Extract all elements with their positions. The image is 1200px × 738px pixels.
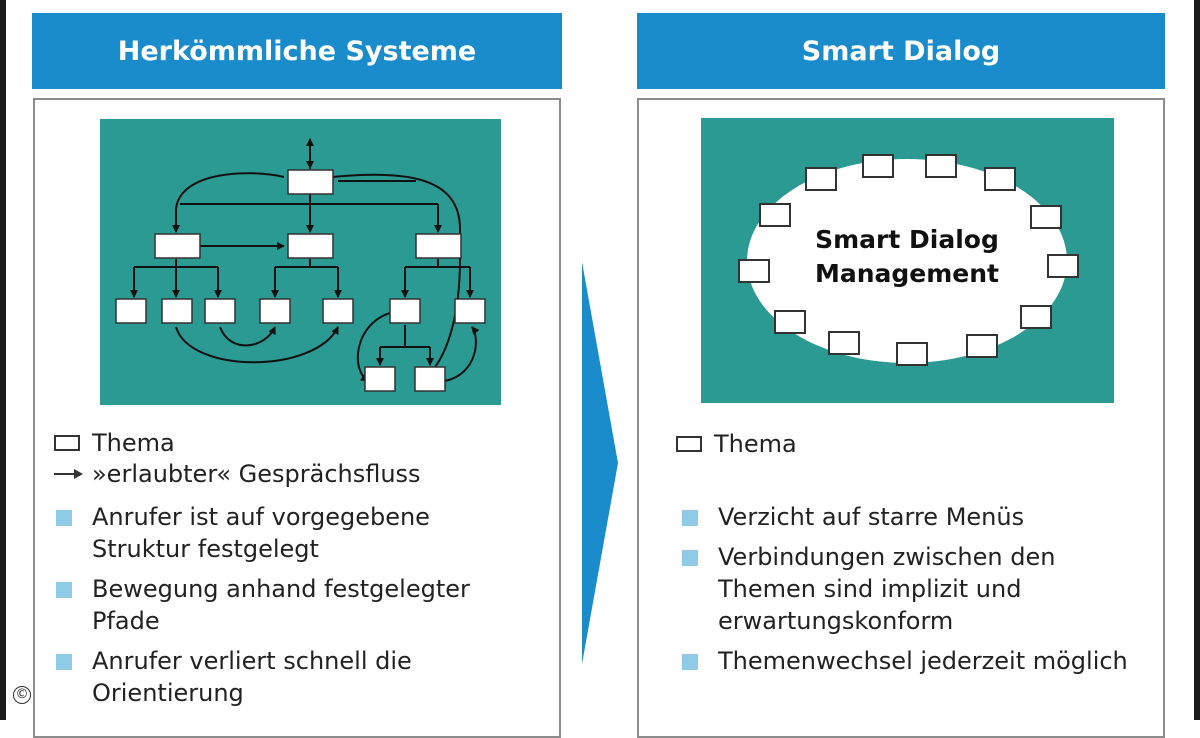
- bullet-square-icon: [682, 550, 698, 566]
- bullet-item: Anrufer ist auf vorgegebene Struktur fes…: [56, 501, 526, 565]
- topic-box: [862, 154, 894, 178]
- topic-box: [389, 298, 421, 324]
- bullet-item: Bewegung anhand festgelegter Pfade: [56, 573, 526, 637]
- topic-box: [204, 298, 236, 324]
- smart-dialog-diagram: Smart Dialog Management: [701, 118, 1114, 403]
- copyright-icon: ©: [13, 686, 31, 704]
- topic-box: [161, 298, 193, 324]
- legend-topic-label: Thema: [92, 429, 175, 457]
- bullet-square-icon: [682, 654, 698, 670]
- bullet-item: Verbindungen zwischen den Themen sind im…: [682, 541, 1142, 637]
- header-smart-dialog: Smart Dialog: [637, 13, 1165, 89]
- legend-flow: »erlaubter« Gesprächsfluss: [54, 459, 421, 489]
- topic-box: [1030, 205, 1062, 229]
- topic-box: [966, 334, 998, 358]
- topic-box-icon: [54, 435, 80, 451]
- arrow-right-icon: [54, 469, 83, 479]
- topic-box: [259, 298, 291, 324]
- chevron-right-icon: [582, 262, 618, 664]
- legend-topic-right: Thema: [676, 429, 797, 459]
- center-label-line-1: Smart Dialog: [815, 225, 999, 254]
- hierarchical-flow-diagram: [100, 119, 501, 405]
- legend-topic: Thema: [54, 428, 175, 458]
- bullet-item: Verzicht auf starre Menüs: [682, 501, 1142, 533]
- topic-box: [774, 310, 806, 334]
- topic-box: [738, 259, 770, 283]
- topic-box: [1047, 254, 1079, 278]
- topic-box-icon: [676, 436, 702, 452]
- management-ellipse: [747, 159, 1067, 363]
- legend-flow-label: »erlaubter« Gesprächsfluss: [92, 460, 421, 488]
- topic-box: [415, 233, 462, 259]
- topic-box: [896, 342, 928, 366]
- topic-box: [925, 154, 957, 178]
- topic-box: [805, 167, 837, 191]
- topic-box: [984, 167, 1016, 191]
- topic-box: [759, 203, 791, 227]
- topic-box: [154, 233, 201, 259]
- bullet-square-icon: [682, 510, 698, 526]
- bullet-item: Anrufer verliert schnell die Orientierun…: [56, 645, 526, 709]
- diagram-background: [100, 119, 501, 405]
- topic-box: [364, 366, 396, 392]
- topic-box: [322, 298, 354, 324]
- conventional-bullets: Anrufer ist auf vorgegebene Struktur fes…: [56, 501, 526, 717]
- topic-box: [1020, 305, 1052, 329]
- bullet-square-icon: [56, 510, 72, 526]
- topic-box: [115, 298, 147, 324]
- smart-dialog-bullets: Verzicht auf starre Menüs Verbindungen z…: [682, 501, 1142, 685]
- frame-border-left: [0, 0, 6, 720]
- topic-box: [287, 233, 334, 259]
- bullet-square-icon: [56, 654, 72, 670]
- topic-box: [414, 366, 446, 392]
- topic-box: [828, 331, 860, 355]
- bullet-square-icon: [56, 582, 72, 598]
- center-label-line-2: Management: [815, 259, 999, 288]
- topic-box: [287, 169, 334, 195]
- header-conventional-systems: Herkömmliche Systeme: [32, 13, 562, 89]
- bullet-item: Themenwechsel jederzeit möglich: [682, 645, 1142, 677]
- legend-topic-label: Thema: [714, 430, 797, 458]
- frame-border-right: [1194, 0, 1200, 720]
- topic-box: [454, 298, 486, 324]
